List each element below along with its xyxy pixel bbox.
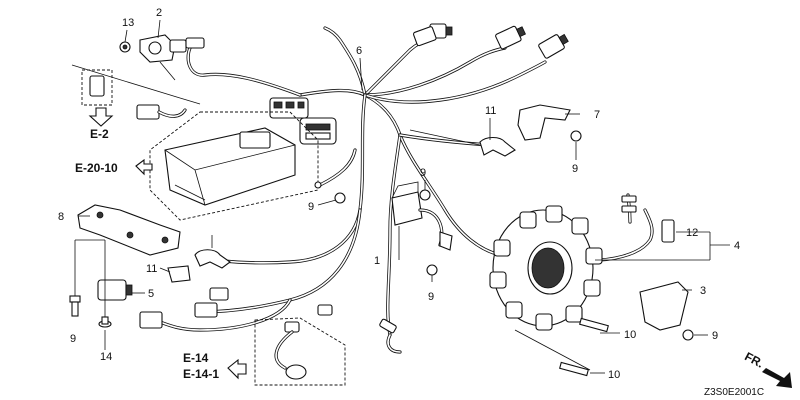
- callout-12: 12: [686, 227, 698, 239]
- callout-2: 2: [156, 7, 162, 19]
- callout-11-right: 11: [485, 105, 496, 117]
- ref-e141: E-14-1: [183, 367, 219, 381]
- callout-10-upper: 10: [624, 329, 636, 341]
- stator: [489, 205, 603, 331]
- hollow-arrow-left-icon: [227, 358, 247, 380]
- callout-labels: 13 2 6 11 7 9 9 9 8 11 1 9 5 9 14 12 4 3…: [58, 7, 740, 381]
- bolts-10: [559, 317, 609, 377]
- callout-6: 6: [356, 45, 362, 57]
- bolt-9-left: [69, 295, 81, 317]
- e2-inset: [71, 64, 201, 106]
- pickup-leads: [621, 195, 637, 213]
- leader-lines: [74, 19, 730, 374]
- ref-fr: FR.: [742, 349, 766, 370]
- lower-wire: [379, 318, 402, 354]
- callout-10-lower: 10: [608, 369, 620, 381]
- lower-connectors: [139, 287, 333, 329]
- bracket-3: [639, 281, 689, 331]
- washer-14: [98, 316, 112, 328]
- callout-9-regulator-top: 9: [420, 167, 426, 179]
- solid-arrow-diagonal-icon: [762, 368, 792, 388]
- ref-e2010: E-20-10: [75, 161, 118, 175]
- e14-inset: [254, 317, 346, 386]
- relay-5: [97, 279, 133, 301]
- callout-1: 1: [374, 255, 380, 267]
- hollow-arrow-down-icon: [88, 107, 114, 127]
- harness-connectors-top: [269, 23, 569, 145]
- bolts-9: [314, 130, 694, 341]
- hollow-arrow-left-icon: [135, 158, 153, 176]
- callout-9-bracket7: 9: [572, 163, 578, 175]
- callout-11-left: 11: [146, 263, 157, 275]
- bracket-8: [77, 204, 181, 256]
- callout-4: 4: [734, 240, 740, 252]
- callout-5: 5: [148, 288, 154, 300]
- callout-9-left: 9: [70, 333, 76, 345]
- ref-e14: E-14: [183, 351, 209, 365]
- callout-9-bracket3: 9: [712, 330, 718, 342]
- ref-e2: E-2: [90, 127, 109, 141]
- callout-8: 8: [58, 211, 64, 223]
- control-module: [149, 111, 319, 221]
- sensor-assembly: [119, 34, 205, 81]
- reference-labels: E-2 E-20-10 E-14 E-14-1 FR. Z3S0E2001C: [75, 127, 766, 398]
- diagram-code: Z3S0E2001C: [704, 387, 764, 398]
- callout-7: 7: [594, 109, 600, 121]
- bracket-7: [517, 104, 571, 141]
- wire-harness: [158, 26, 654, 337]
- sensor-connector: [136, 104, 187, 120]
- callout-13: 13: [122, 17, 134, 29]
- regulator-1: [391, 181, 453, 251]
- callout-3: 3: [700, 285, 706, 297]
- callout-14: 14: [100, 351, 112, 363]
- callout-9-regulator-bottom: 9: [428, 291, 434, 303]
- callout-9-module: 9: [308, 201, 314, 213]
- part-12: [661, 219, 675, 243]
- clamps-11: [167, 136, 516, 283]
